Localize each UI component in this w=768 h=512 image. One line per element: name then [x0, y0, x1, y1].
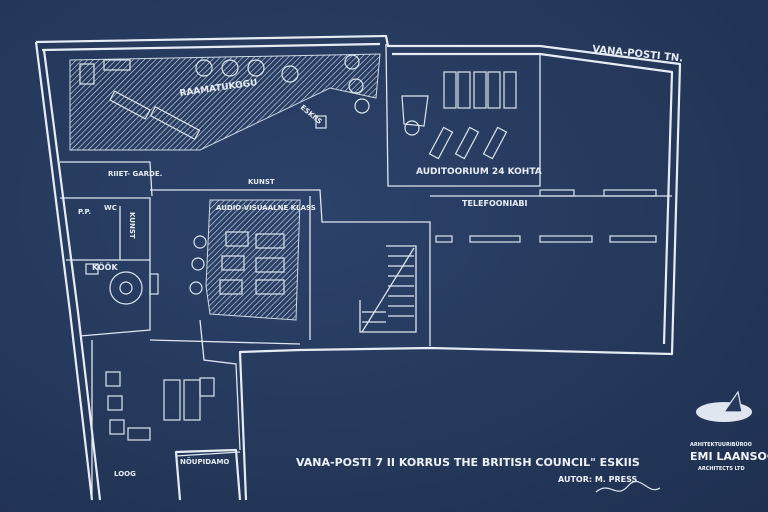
- kitchen-table: [85, 263, 159, 305]
- av-class-desks: [189, 231, 285, 295]
- lobby-label: LOOG: [114, 470, 136, 478]
- library-furniture: [79, 54, 370, 140]
- telephone-label: TELEFOONIABI: [462, 199, 528, 208]
- kunst-vertical-label: KUNST: [128, 212, 136, 239]
- meeting-room-label: NÕUPIDAMO: [180, 457, 229, 466]
- logo-name: EMI LAANSOO: [690, 450, 768, 463]
- signature: [595, 480, 661, 493]
- logo-top-line: ARHITEKTUURIBÜROO: [690, 441, 752, 448]
- av-class-label: AUDIO-VISUAALNE KLASS: [216, 204, 316, 212]
- wardrobe-label: RIIET- GARDE.: [108, 170, 162, 178]
- library-shelving: [69, 53, 381, 321]
- auditorium-label: AUDITOORIUM 24 KOHTA: [416, 167, 542, 177]
- telephone-partitions: [435, 189, 657, 243]
- drawing-author: AUTOR: M. PRESS: [558, 475, 638, 484]
- library-sub-label: ESKIIS: [299, 103, 324, 126]
- kitchen-label: KÖÖK: [92, 262, 118, 272]
- exterior-walls: [34, 34, 682, 501]
- office-desks: [105, 371, 215, 441]
- street-label: VANA-POSTI TN.: [592, 44, 684, 64]
- staircase: [359, 245, 417, 333]
- logo-sub: ARCHITECTS LTD: [698, 466, 745, 472]
- architect-logo: ARHITEKTUURIBÜROO EMI LAANSOO ARCHITECTS…: [690, 390, 768, 472]
- drawing-title: VANA-POSTI 7 II KORRUS THE BRITISH COUNC…: [296, 456, 640, 469]
- auditorium-seats: [401, 71, 517, 160]
- wc-label: WC: [104, 204, 117, 212]
- kunst-label: KUNST: [248, 178, 275, 186]
- sundial-icon: [722, 390, 743, 413]
- pp-label: P.P.: [78, 208, 91, 216]
